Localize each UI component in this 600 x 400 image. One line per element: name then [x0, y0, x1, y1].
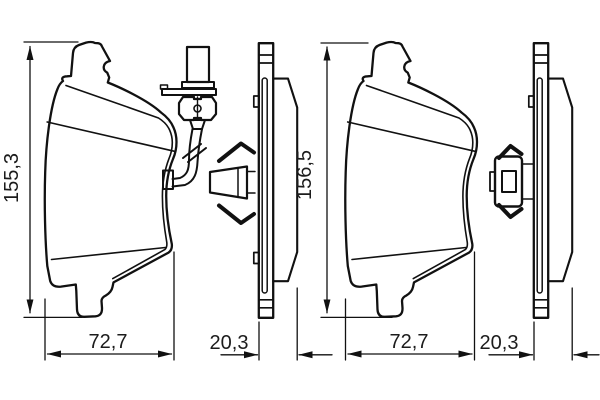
label-right-thickness: 20,3 — [480, 332, 519, 354]
sensor-hex-hole — [193, 104, 202, 113]
label-right-height: 156,5 — [294, 150, 316, 200]
extension-line — [344, 251, 476, 361]
clip-upper-arm — [497, 144, 524, 160]
friction-block — [547, 77, 574, 283]
clip-body — [493, 155, 524, 208]
pad-inner-contour — [65, 84, 174, 280]
clip-body — [208, 165, 249, 200]
backplate-outline — [257, 42, 275, 319]
label-right-width: 72,7 — [390, 331, 429, 353]
retainer-tab-top — [527, 95, 535, 108]
label-left-thickness: 20,3 — [210, 332, 249, 354]
sensor-plug — [185, 45, 211, 84]
dim-left-width — [44, 251, 175, 361]
left-piston-clip — [208, 141, 256, 225]
wire-fitting — [162, 169, 174, 190]
retainer-tab-bottom — [252, 251, 260, 265]
label-left-height: 155,3 — [1, 153, 23, 203]
left-pad-front-view — [43, 40, 178, 318]
extension-line — [44, 251, 175, 361]
backplate-slot — [536, 77, 543, 294]
friction-block — [272, 77, 299, 283]
pad-outline — [43, 40, 178, 318]
friction-bottom-line — [351, 246, 467, 261]
clip-window — [501, 170, 517, 193]
dim-right-height — [320, 42, 393, 319]
extension-line — [258, 287, 298, 361]
sensor-hex-body — [177, 95, 218, 122]
backplate-top-notches — [532, 54, 550, 64]
clip-upper-arm — [217, 141, 256, 163]
label-left-width: 72,7 — [89, 331, 128, 353]
sensor-bracket-tip — [159, 84, 169, 90]
pad-outline — [344, 40, 479, 318]
sensor-neck — [189, 119, 206, 130]
clip-connector-lines — [246, 170, 256, 194]
right-pad-front-view — [344, 40, 479, 318]
dimension-annotations — [23, 41, 600, 361]
extension-line — [320, 42, 393, 319]
clip-left-tab — [489, 171, 496, 192]
friction-top-line — [346, 121, 476, 152]
backplate-slot — [261, 77, 268, 294]
backplate-top-notches — [257, 54, 275, 64]
pad-inner-contour — [365, 84, 474, 280]
dim-left-height — [23, 41, 83, 319]
right-pad-side-view — [527, 42, 574, 319]
sensor-flange — [181, 81, 215, 89]
friction-bottom-line — [50, 246, 167, 261]
sensor-wire-2 — [171, 128, 203, 188]
extension-line — [23, 41, 83, 319]
clip-lower-arm — [217, 203, 256, 225]
wear-sensor — [159, 45, 218, 190]
dim-right-thickness — [488, 287, 600, 361]
backplate-bottom-notches — [532, 298, 550, 309]
friction-top-line — [46, 121, 175, 152]
extension-line — [533, 287, 573, 361]
retainer-tab-top — [252, 95, 260, 108]
dim-right-width — [344, 251, 476, 361]
dim-left-thickness — [220, 287, 333, 361]
wire-break-mark — [182, 143, 207, 163]
left-pad-side-view — [252, 42, 299, 319]
right-piston-clip — [489, 144, 535, 219]
backplate-outline — [532, 42, 550, 319]
backplate-bottom-notches — [257, 298, 275, 309]
sensor-bracket-bar — [161, 88, 217, 96]
clip-lower-arm — [497, 203, 524, 219]
clip-connector-lines — [521, 163, 535, 200]
